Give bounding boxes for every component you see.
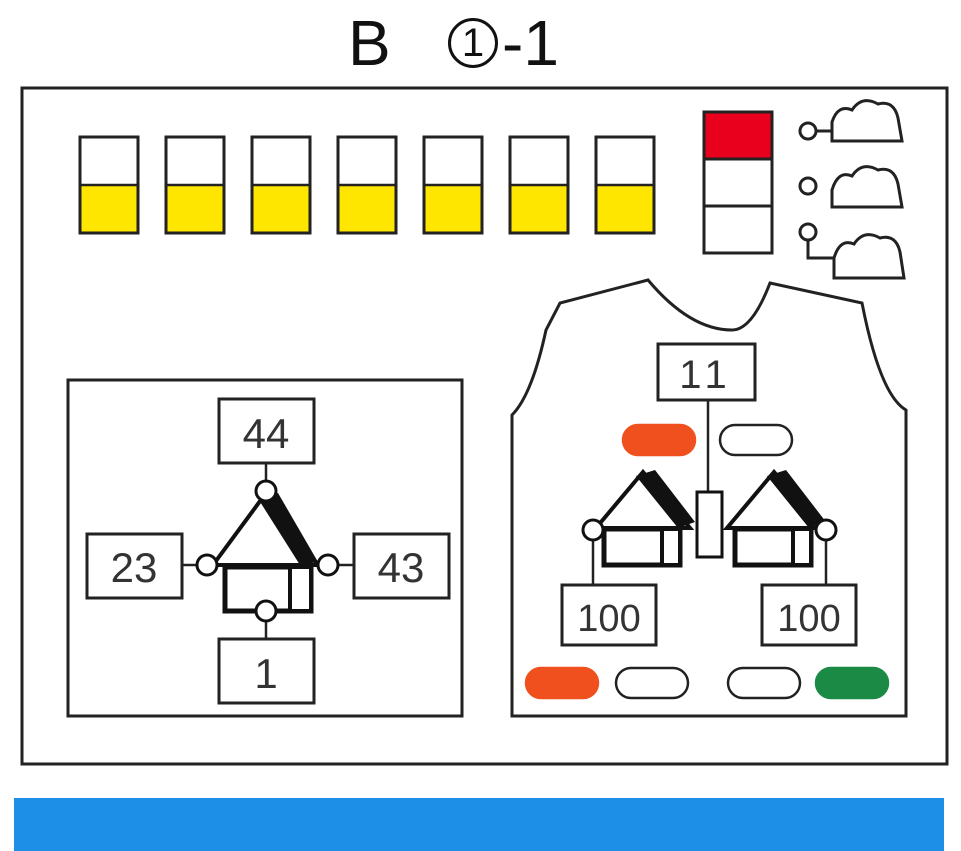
level-indicator	[252, 137, 310, 233]
level-indicator-fill	[168, 185, 223, 232]
house-icon	[727, 470, 826, 565]
level-indicator	[338, 137, 396, 233]
right-left-value-box: 100	[562, 585, 656, 645]
pill-indicator	[616, 668, 688, 698]
connector-node	[256, 601, 276, 621]
house-icon	[213, 493, 318, 611]
left-top-value-box: 44	[219, 399, 314, 463]
connector-node	[256, 481, 276, 501]
status-segment	[704, 112, 772, 159]
right-right-value-box: 100	[762, 585, 856, 645]
left-bottom-value: 1	[254, 650, 277, 697]
level-indicator	[166, 137, 224, 233]
level-indicator-fill	[82, 185, 137, 232]
level-indicator-fill	[598, 185, 653, 232]
left-right-value: 43	[378, 544, 425, 591]
main-frame	[22, 88, 947, 764]
left-top-value: 44	[243, 410, 290, 457]
cloud-icon	[800, 167, 902, 207]
right-left-value: 100	[577, 598, 640, 640]
left-left-value: 23	[111, 544, 158, 591]
cloud-icon-group	[800, 101, 904, 278]
right-top-value: 11	[679, 353, 733, 397]
level-indicator-fill	[512, 185, 567, 232]
level-indicator-group	[80, 137, 654, 233]
level-indicator-fill	[340, 185, 395, 232]
pill-indicator	[720, 425, 792, 455]
status-stack	[704, 112, 772, 253]
level-indicator	[510, 137, 568, 233]
level-indicator-fill	[426, 185, 481, 232]
center-divider	[697, 492, 722, 557]
pill-indicator	[623, 425, 695, 455]
connector-node	[318, 555, 338, 575]
connector-node	[583, 520, 603, 540]
status-segment	[704, 159, 772, 206]
house-icon	[596, 470, 695, 565]
level-indicator	[424, 137, 482, 233]
connector-node	[197, 555, 217, 575]
left-bottom-value-box: 1	[219, 639, 314, 703]
pill-indicator	[526, 668, 598, 698]
cloud-icon	[800, 224, 904, 278]
status-segment	[704, 206, 772, 253]
level-indicator	[596, 137, 654, 233]
level-indicator-fill	[254, 185, 309, 232]
level-indicator	[80, 137, 138, 233]
pill-indicator	[728, 668, 800, 698]
bottom-color-bar	[14, 798, 944, 851]
cloud-icon	[800, 101, 902, 141]
connector-node	[816, 520, 836, 540]
right-right-value: 100	[777, 598, 840, 640]
right-top-value-box: 11	[658, 344, 755, 400]
left-right-value-box: 43	[354, 534, 449, 598]
pill-indicator	[816, 668, 888, 698]
left-left-value-box: 23	[87, 534, 182, 598]
